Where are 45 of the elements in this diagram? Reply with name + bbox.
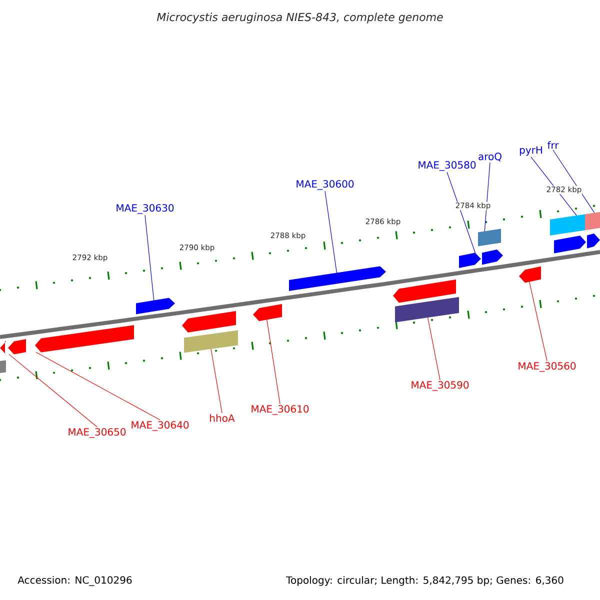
leader-line: [528, 280, 548, 362]
title: Microcystis aeruginosa NIES-843, complete genome: [157, 12, 443, 24]
gene-block: [393, 280, 456, 303]
feature-bar: [478, 228, 501, 246]
gene-label: MAE_30610: [252, 405, 309, 415]
feature-bar: [184, 330, 238, 353]
leader-line: [324, 190, 338, 274]
leader-line: [8, 354, 98, 428]
gene-label: pyrH: [520, 146, 542, 156]
gene-block: [35, 325, 134, 352]
gene-label: MAE_30600: [296, 180, 354, 190]
gene-block: [519, 266, 541, 283]
gene-label: MAE_30630: [116, 204, 174, 214]
gene-block: [0, 340, 6, 354]
feature-bar: [0, 360, 6, 373]
leader-line: [36, 352, 160, 420]
leader-line: [210, 348, 222, 414]
leader-line: [266, 318, 280, 404]
gene-label: MAE_30580: [418, 161, 476, 171]
feature-bar: [585, 212, 600, 230]
gene-label: frr: [547, 141, 559, 149]
gene-block: [587, 234, 600, 248]
leader-line: [144, 214, 154, 302]
gene-block: [182, 311, 236, 332]
gene-block: [8, 339, 26, 354]
gene-label: MAE_30560: [518, 362, 576, 372]
feature-bar: [395, 297, 459, 322]
gene-label: MAE_30650: [68, 428, 126, 438]
gene-label: hhoA: [210, 414, 235, 422]
gene-block: [459, 252, 481, 268]
gene-block: [136, 298, 175, 314]
gene-label: aroQ: [478, 152, 502, 162]
leader-line: [552, 150, 595, 214]
gene-label: MAE_30590: [412, 381, 469, 391]
leader-line: [530, 156, 577, 216]
feature-bar: [550, 214, 585, 236]
leader-line: [428, 317, 440, 380]
gene-block: [253, 304, 282, 322]
gene-block: [482, 250, 503, 265]
gene-block: [289, 266, 386, 291]
footer-text: Accession: NC_010296: [18, 576, 132, 586]
footer-text: Topology: circular; Length: 5,842,795 bp; Genes: 6,360: [286, 576, 564, 586]
gene-label: MAE_30640: [132, 421, 189, 431]
leader-line: [484, 162, 490, 232]
leader-line: [446, 172, 476, 254]
